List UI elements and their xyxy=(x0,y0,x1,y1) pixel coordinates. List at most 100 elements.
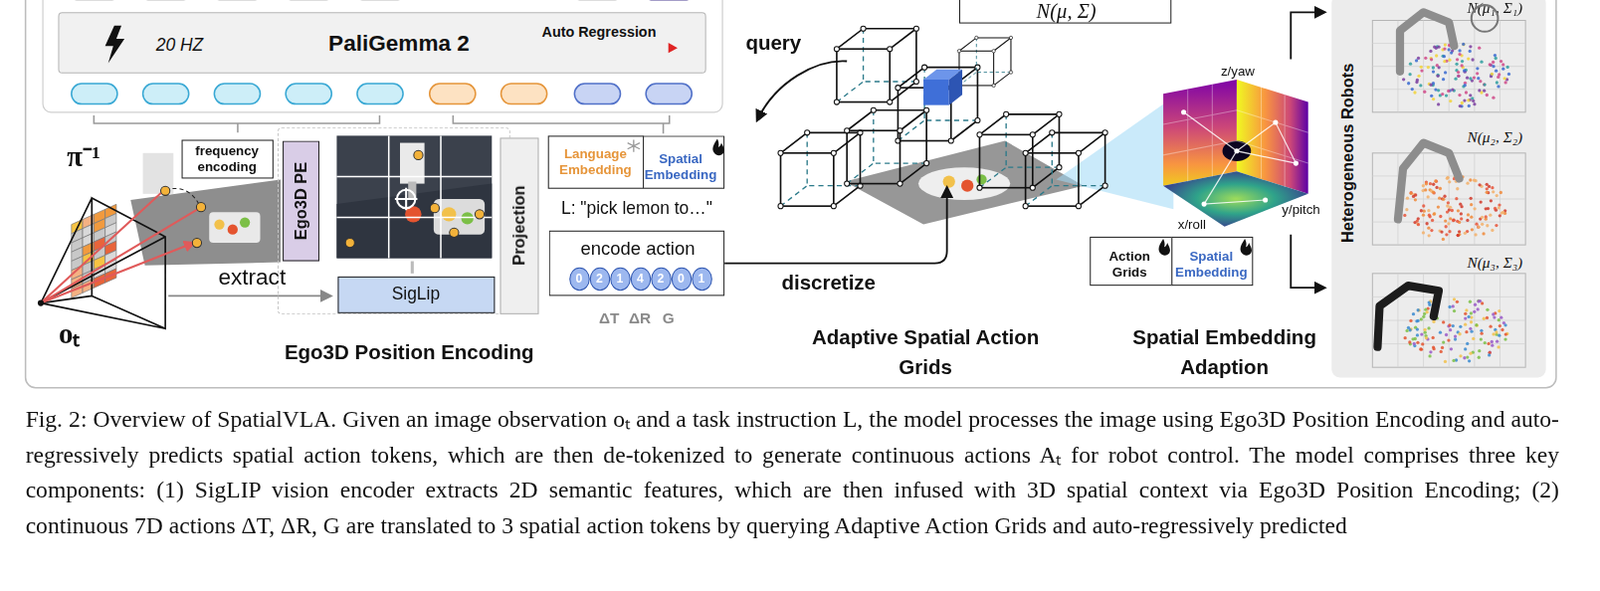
robot-illustration xyxy=(1431,183,1435,187)
camera-frustum xyxy=(213,218,224,229)
robot-illustration xyxy=(1479,185,1483,189)
robot-illustration xyxy=(1424,336,1428,340)
robot-illustration xyxy=(1486,191,1490,195)
action-grids xyxy=(923,79,950,106)
action-grids xyxy=(918,167,1010,200)
robot-illustration xyxy=(1457,229,1461,233)
action-token: 4 xyxy=(630,267,652,292)
robot-illustration xyxy=(1485,93,1489,97)
bolt-icon xyxy=(105,25,125,64)
robot-illustration xyxy=(1479,200,1483,203)
robot-illustration xyxy=(1446,338,1450,342)
robot-illustration xyxy=(1480,301,1484,305)
robot-illustration xyxy=(1422,328,1426,332)
robot-illustration xyxy=(1408,328,1412,332)
robot-illustration xyxy=(1480,222,1484,226)
robot-illustration xyxy=(1478,216,1482,220)
robot-illustration xyxy=(1416,74,1420,78)
robot-illustration xyxy=(1427,354,1431,358)
auto-regression-arrow xyxy=(520,46,669,50)
robot-illustration xyxy=(1482,82,1486,86)
outer-frame xyxy=(25,0,1557,389)
robot-illustration xyxy=(1477,356,1481,360)
robot-illustration xyxy=(1452,297,1456,301)
robot-illustration xyxy=(1457,220,1461,224)
robot-illustration xyxy=(1468,76,1472,80)
robot-illustration xyxy=(1448,216,1452,220)
robot-illustration xyxy=(1411,195,1415,199)
robot-illustration xyxy=(1405,197,1409,200)
robot-illustration xyxy=(1425,337,1429,341)
robot-illustration xyxy=(1469,202,1473,206)
robot-illustration xyxy=(1471,337,1475,341)
robot-illustration xyxy=(1441,198,1445,201)
robot-illustration xyxy=(1458,202,1462,206)
robot-illustration xyxy=(1465,355,1469,359)
robot-illustration xyxy=(1497,202,1501,206)
trainable-icon xyxy=(712,138,1252,255)
robot-illustration xyxy=(1401,77,1405,81)
vlm-panel xyxy=(42,0,723,113)
robot-illustration xyxy=(1465,182,1469,186)
action-token: 2 xyxy=(590,267,611,292)
robot-illustration xyxy=(1422,209,1426,213)
robot-illustration xyxy=(1499,153,1501,245)
robot-illustration xyxy=(1463,347,1467,351)
robot-illustration xyxy=(1504,332,1508,336)
robot-illustration xyxy=(1464,68,1468,72)
image-patches xyxy=(400,143,425,185)
robot-illustration xyxy=(1468,178,1472,182)
heatmap-3d xyxy=(1163,11,1325,288)
robot-illustration xyxy=(1416,216,1420,220)
robot-illustration xyxy=(1448,153,1450,245)
robot-illustration xyxy=(1429,94,1433,98)
robot-illustration xyxy=(1444,333,1448,337)
robot-illustration xyxy=(1451,218,1455,222)
action-grids xyxy=(724,188,948,264)
robot-illustration xyxy=(1470,57,1474,61)
robot-illustration xyxy=(1472,102,1476,106)
image-patches xyxy=(336,135,492,258)
node-text: Ego3D PE xyxy=(291,161,310,239)
robot-illustration xyxy=(1402,213,1406,217)
robot-illustration xyxy=(1420,342,1424,346)
robot-illustration xyxy=(1372,20,1526,113)
robot-illustration xyxy=(1443,70,1447,74)
robot-illustration xyxy=(1459,204,1463,208)
heatmap-3d xyxy=(1293,161,1299,167)
robot-illustration xyxy=(1445,209,1449,213)
node-text: PaliGemma 2 xyxy=(328,30,470,58)
robot-illustration xyxy=(1440,197,1444,200)
node-text: encode action xyxy=(580,237,695,260)
action-token: 0 xyxy=(671,267,693,292)
robot-illustration xyxy=(1426,195,1430,199)
robot-illustration xyxy=(1431,347,1435,351)
robot-illustration xyxy=(1494,223,1498,227)
action-token: 1 xyxy=(609,267,631,292)
image-patches xyxy=(336,135,492,258)
robot-illustration xyxy=(1476,225,1480,229)
robot-illustration xyxy=(1441,320,1445,324)
robot-illustration xyxy=(1415,333,1419,337)
robot-illustration xyxy=(1439,350,1443,354)
robot-illustration xyxy=(1447,229,1451,233)
gaussian-box: N(μ, Σ) xyxy=(959,0,1172,24)
robot-illustration xyxy=(1490,186,1494,190)
flow-label: query xyxy=(745,30,801,55)
robot-illustration xyxy=(1429,57,1433,61)
robot-illustration xyxy=(1414,319,1418,323)
robot-illustration xyxy=(1456,330,1460,334)
robot-illustration xyxy=(1454,180,1458,184)
action-grids xyxy=(844,107,930,187)
trainable-icon xyxy=(712,138,724,156)
robot-illustration xyxy=(1471,4,1499,32)
robot-illustration xyxy=(1473,232,1477,236)
robot-illustration xyxy=(1447,207,1451,211)
frozen-icon xyxy=(627,139,640,152)
robot-illustration xyxy=(1476,307,1480,311)
robot-illustration xyxy=(1454,62,1458,66)
robot-illustration xyxy=(1416,222,1420,226)
robot-illustration xyxy=(1463,70,1467,74)
robot-illustration xyxy=(1422,20,1424,113)
robot-illustration xyxy=(1485,308,1489,312)
